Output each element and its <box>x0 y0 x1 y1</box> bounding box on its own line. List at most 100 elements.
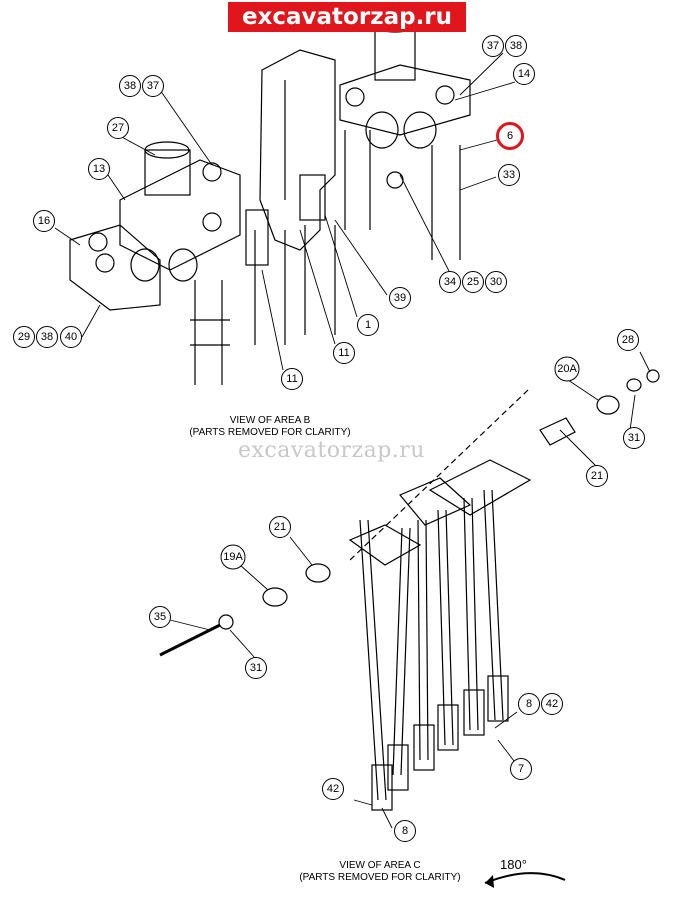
callout-11a: 11 <box>333 342 355 364</box>
callout-21a: 21 <box>586 465 608 487</box>
site-banner: excavatorzap.ru <box>228 2 466 32</box>
svg-text:19A: 19A <box>223 551 243 563</box>
hose-right-a <box>344 130 371 230</box>
nut-right-b <box>435 85 455 105</box>
line-1 <box>359 519 387 801</box>
svg-text:16: 16 <box>38 215 50 227</box>
callout-37b: 37 <box>482 35 504 57</box>
svg-text:38: 38 <box>510 40 522 52</box>
rotation-label: 180° <box>500 857 527 872</box>
nut-28 <box>646 369 660 383</box>
callout-42b: 42 <box>322 778 344 800</box>
fitting-3 <box>413 724 435 771</box>
ujoint-left-a <box>130 248 160 282</box>
hose-left-a <box>194 280 223 385</box>
fitting-1 <box>371 764 393 811</box>
svg-text:7: 7 <box>518 763 524 775</box>
svg-text:38: 38 <box>124 80 136 92</box>
nut-left-mid <box>202 212 222 232</box>
callout-38b: 38 <box>36 326 58 348</box>
fitting-2 <box>387 744 409 791</box>
callout-8b: 8 <box>394 820 416 842</box>
watermark: excavatorzap.ru <box>238 438 425 463</box>
hose-left-b <box>254 230 286 345</box>
washer-31-left <box>218 614 234 630</box>
svg-text:31: 31 <box>628 432 640 444</box>
svg-text:14: 14 <box>518 68 530 80</box>
hose-right-b <box>431 145 461 260</box>
area-c-caption-line2: (PARTS REMOVED FOR CLARITY) <box>299 872 461 883</box>
ujoint-left-b <box>168 248 198 282</box>
right-plate <box>339 64 471 136</box>
callout-20a: 20A <box>554 356 580 382</box>
callout-38a: 38 <box>119 75 141 97</box>
svg-text:6: 6 <box>507 130 513 142</box>
rotate-arrowhead-icon <box>485 875 494 888</box>
callout-34: 34 <box>439 271 461 293</box>
svg-text:38: 38 <box>41 331 53 343</box>
area-b-caption-line2: (PARTS REMOVED FOR CLARITY) <box>189 427 351 438</box>
bushing-20a <box>596 395 620 415</box>
line-5 <box>463 497 479 731</box>
left-plate <box>119 159 241 271</box>
nut-right-c <box>386 171 404 189</box>
callout-40: 40 <box>60 326 82 348</box>
svg-text:37: 37 <box>487 40 499 52</box>
svg-text:8: 8 <box>526 698 532 710</box>
lower-bracket <box>348 524 422 566</box>
callout-1: 1 <box>357 314 379 336</box>
boss-27 <box>144 149 191 196</box>
fitting-4 <box>437 704 459 751</box>
svg-text:13: 13 <box>93 163 105 175</box>
line-6 <box>483 489 504 721</box>
washer-31-right <box>626 378 642 392</box>
svg-text:28: 28 <box>622 334 634 346</box>
svg-text:1: 1 <box>365 319 371 331</box>
callout-31b: 31 <box>245 657 267 679</box>
callout-39: 39 <box>389 287 411 309</box>
callout-14: 14 <box>513 63 535 85</box>
callout-30: 30 <box>485 271 507 293</box>
svg-text:42: 42 <box>546 698 558 710</box>
nut-bracket-a <box>88 232 108 252</box>
bushing-19a <box>262 587 288 607</box>
top-link <box>399 477 472 526</box>
callout-35: 35 <box>149 606 171 628</box>
callout-33: 33 <box>498 164 520 186</box>
area-b-caption: VIEW OF AREA B (PARTS REMOVED FOR CLARIT… <box>150 415 390 439</box>
area-b-caption-line1: VIEW OF AREA B <box>229 415 311 426</box>
rod-a <box>245 209 269 266</box>
svg-text:34: 34 <box>444 276 456 288</box>
rotate-arrow-icon <box>484 872 566 884</box>
callout-38c: 38 <box>505 35 527 57</box>
bushing-21-left <box>305 563 331 583</box>
nut-right-a <box>345 87 365 107</box>
callout-28: 28 <box>617 329 639 351</box>
callout-29: 29 <box>13 326 35 348</box>
area-b-assembly <box>69 17 471 385</box>
svg-text:27: 27 <box>112 122 124 134</box>
svg-text:30: 30 <box>490 276 502 288</box>
ujoint-right-b <box>403 111 437 149</box>
svg-text:21: 21 <box>274 521 286 533</box>
callout-7: 7 <box>510 758 532 780</box>
callout-21b: 21 <box>269 516 291 538</box>
svg-text:33: 33 <box>503 169 515 181</box>
top-bracket <box>428 459 532 516</box>
line-2 <box>392 527 411 776</box>
svg-text:42: 42 <box>327 783 339 795</box>
callout-13: 13 <box>88 158 110 180</box>
hose-left-fittings <box>190 319 230 346</box>
callout-19a: 19A <box>220 544 246 570</box>
callout-25: 25 <box>462 271 484 293</box>
svg-text:35: 35 <box>154 611 166 623</box>
callout-8a: 8 <box>518 693 540 715</box>
leader-lines <box>54 52 651 829</box>
area-c-caption-line1: VIEW OF AREA C <box>339 860 421 871</box>
line-4 <box>437 509 454 746</box>
svg-text:40: 40 <box>65 331 77 343</box>
nut-left-top <box>202 162 222 182</box>
svg-text:11: 11 <box>338 347 349 359</box>
svg-text:29: 29 <box>18 331 30 343</box>
